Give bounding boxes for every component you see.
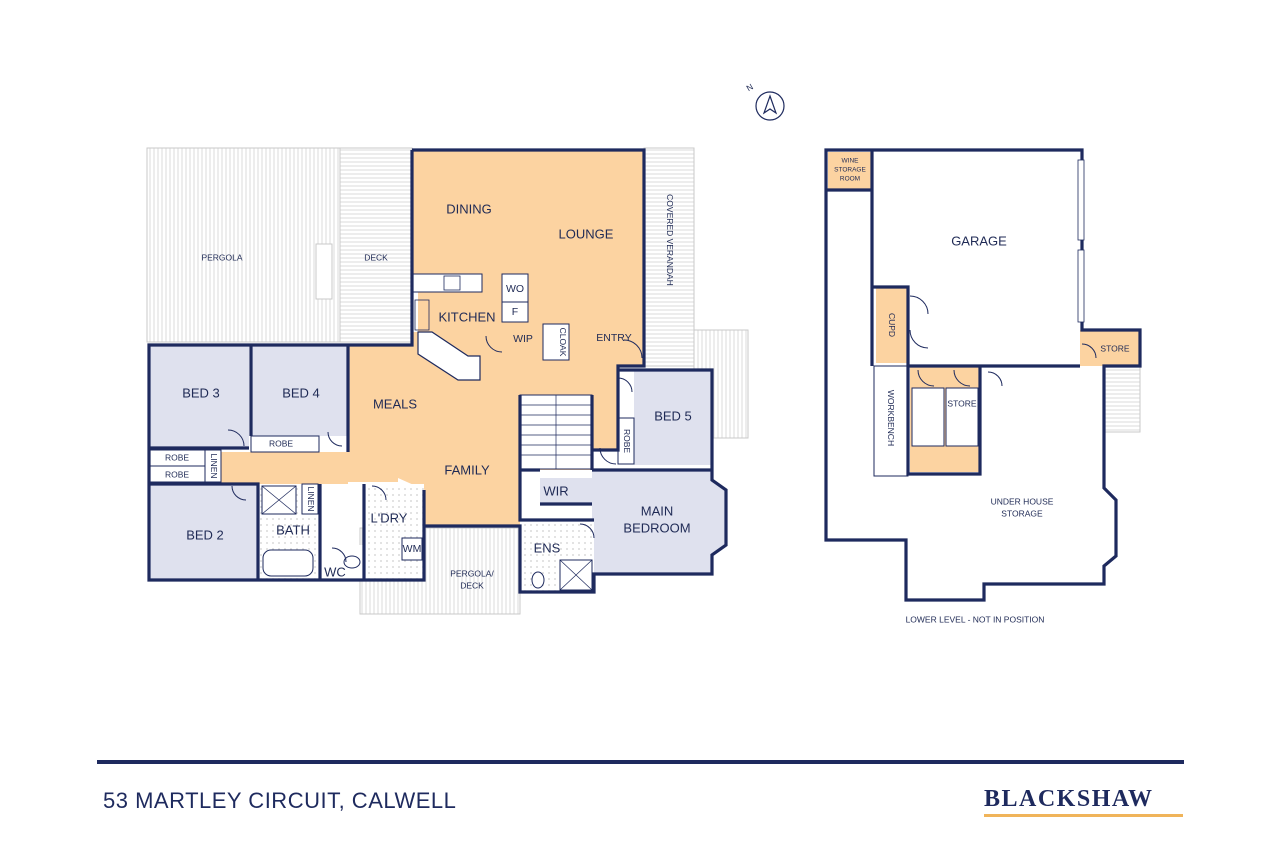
label-robe-bed3: ROBE [165, 452, 189, 462]
main-bedroom-area [592, 470, 726, 574]
label-bed3: BED 3 [182, 385, 220, 400]
label-bed4: BED 4 [282, 385, 320, 400]
label-robe-bed2: ROBE [165, 469, 189, 479]
label-laundry: L'DRY [371, 510, 408, 525]
workbench-area [873, 365, 909, 477]
label-entry: ENTRY [596, 332, 631, 344]
label-pergola-deck-2: DECK [460, 580, 484, 590]
kitchen-bench [411, 273, 483, 293]
label-f: F [512, 306, 518, 318]
label-workbench: WORKBENCH [886, 390, 896, 446]
property-address: 53 MARTLEY CIRCUIT, CALWELL [103, 788, 457, 813]
label-main-bedroom-2: BEDROOM [623, 520, 690, 535]
kitchen-island [417, 331, 481, 381]
cloak-box [542, 323, 570, 361]
garage-window [1077, 159, 1085, 241]
label-cloak: CLOAK [558, 328, 568, 357]
label-garage: GARAGE [951, 233, 1007, 248]
main-walls [147, 148, 728, 594]
garage-store-area [1080, 330, 1140, 366]
cooktop-icon [443, 275, 461, 291]
north-arrow-icon: N [744, 81, 785, 121]
deck-steps [315, 243, 333, 300]
label-dining: DINING [446, 201, 492, 216]
label-meals: MEALS [373, 396, 417, 411]
label-wip: WIP [513, 333, 533, 345]
label-robe-bed5: ROBE [622, 429, 632, 453]
sink-icon [414, 299, 430, 331]
label-store-lower: STORE [947, 398, 976, 408]
footer-rule [97, 760, 1184, 764]
label-wo: WO [506, 283, 524, 295]
lower-door-swings [909, 295, 1097, 387]
label-bed2: BED 2 [186, 527, 224, 542]
label-covered-verandah: COVERED VERANDAH [665, 194, 675, 286]
label-pergola: PERGOLA [201, 252, 242, 262]
label-cupd: CUPD [887, 313, 897, 337]
lower-walls [824, 148, 1142, 602]
f-box [501, 301, 529, 323]
wm-box [401, 537, 423, 561]
label-robe-bed4: ROBE [269, 438, 293, 448]
label-family: FAMILY [444, 462, 490, 477]
bed4-area [251, 344, 348, 436]
label-kitchen: KITCHEN [438, 309, 495, 324]
label-bed5: BED 5 [654, 408, 692, 423]
hall-linen [204, 449, 222, 483]
label-wine-1: WINE [842, 158, 860, 165]
lower-level-note: LOWER LEVEL - NOT IN POSITION [906, 614, 1045, 624]
brand-logo: BLACKSHAW [984, 786, 1154, 812]
lower-stair-2 [945, 387, 979, 447]
brand-underline [984, 814, 1183, 817]
bathtub-icon [262, 549, 314, 577]
bed2-area [149, 484, 258, 580]
label-main-bedroom-1: MAIN [641, 503, 674, 518]
outside-stair [1103, 365, 1141, 433]
laundry-area [364, 484, 424, 580]
lower-stair-1 [911, 387, 945, 447]
wir-area [540, 478, 592, 504]
north-label: N [744, 81, 754, 93]
toilet-ensuite-icon [531, 571, 545, 589]
label-pergola-deck-1: PERGOLA/ [450, 568, 494, 578]
label-lounge: LOUNGE [559, 226, 614, 241]
bed4-robe [250, 435, 320, 453]
deck-area [339, 147, 413, 343]
label-bath: BATH [276, 522, 310, 537]
label-deck: DECK [364, 252, 388, 262]
label-ens: ENS [534, 540, 561, 555]
label-wm: WM [403, 543, 422, 555]
label-wc: WC [324, 564, 346, 579]
label-wine-2: STORAGE [834, 167, 866, 174]
label-under-house-1: UNDER HOUSE [991, 496, 1054, 506]
wo-box [501, 273, 529, 303]
label-under-house-2: STORAGE [1001, 508, 1043, 518]
cupd-area [876, 287, 908, 363]
bed5-area [634, 370, 712, 465]
label-wine-3: ROOM [840, 176, 860, 183]
pergola-area [146, 147, 341, 343]
verandah-area [643, 147, 695, 367]
garage-window-2 [1077, 249, 1085, 323]
door-swings [227, 335, 643, 563]
bath-linen [301, 483, 319, 515]
label-linen-hall: LINEN [209, 453, 219, 478]
toilet-wc-icon [343, 555, 361, 569]
label-wir: WIR [543, 483, 568, 498]
wine-storage-area [828, 152, 872, 190]
label-linen-bath: LINEN [306, 486, 316, 511]
label-store-garage: STORE [1100, 343, 1129, 353]
